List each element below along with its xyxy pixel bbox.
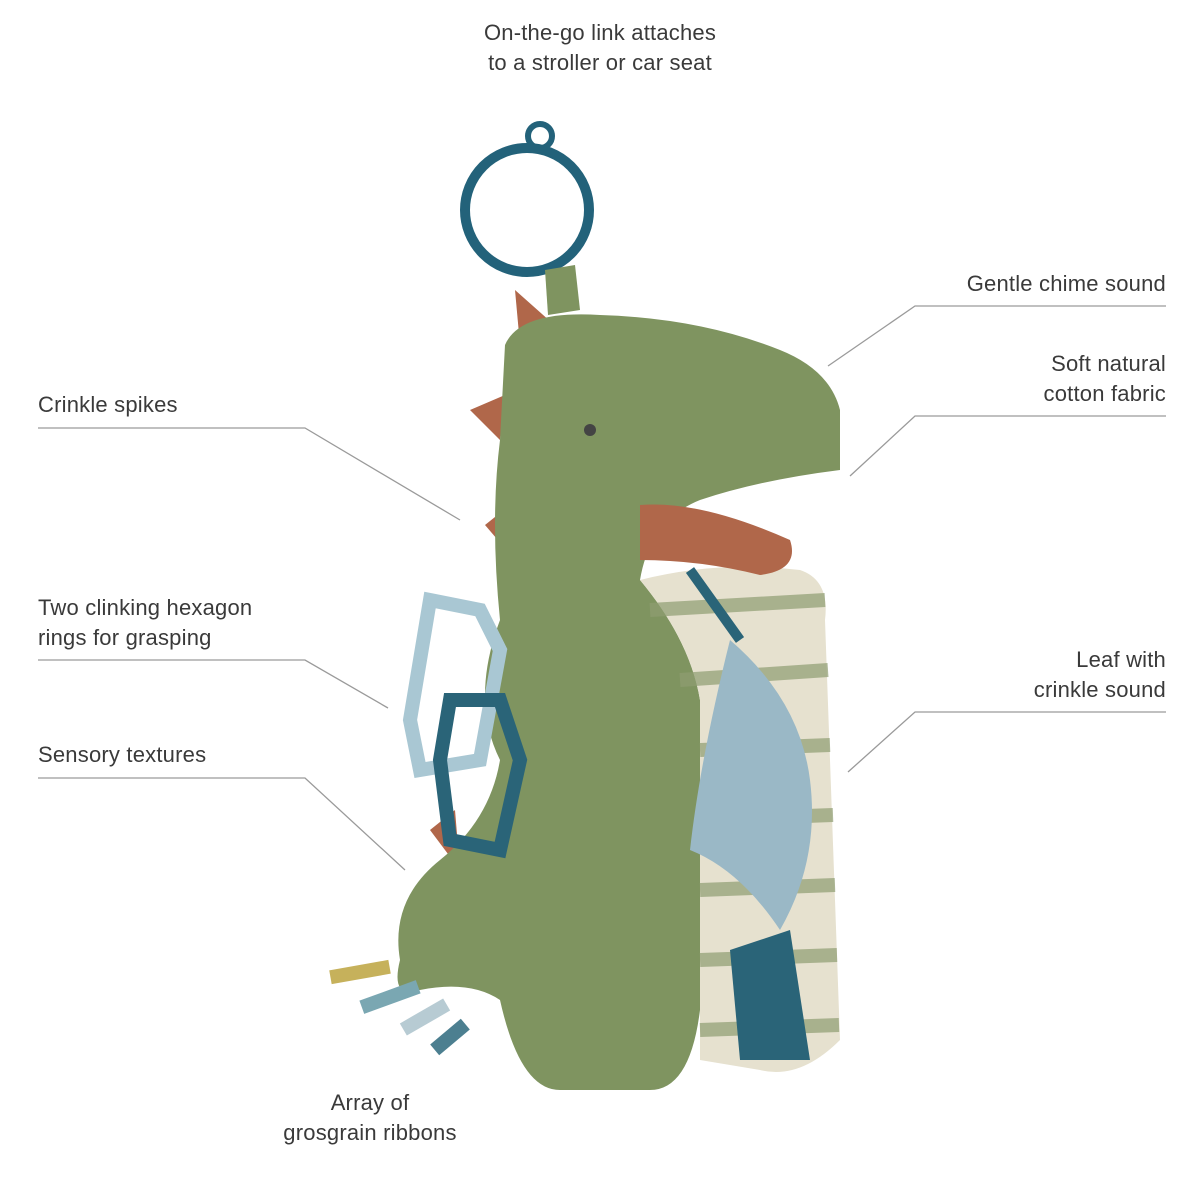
callout-textures: Sensory textures	[38, 740, 206, 770]
callout-leaf-line2: crinkle sound	[1033, 677, 1166, 702]
hexagon-rings	[402, 591, 528, 859]
callout-ribbons: Array of grosgrain ribbons	[220, 1088, 520, 1148]
dino-eye	[584, 424, 596, 436]
callout-line-spikes	[38, 427, 461, 521]
callout-line-fabric	[849, 415, 1166, 477]
callout-fabric-line2: cotton fabric	[1043, 381, 1166, 406]
callout-chime-line1: Gentle chime sound	[966, 271, 1166, 296]
callout-link: On-the-go link attaches to a stroller or…	[400, 18, 800, 78]
callout-rings: Two clinking hexagon rings for grasping	[38, 593, 252, 653]
callout-lines	[38, 305, 1166, 871]
callout-fabric: Soft natural cotton fabric	[1044, 349, 1166, 409]
callout-line-textures	[38, 777, 406, 871]
callout-textures-line1: Sensory textures	[38, 742, 207, 767]
leaf	[685, 567, 812, 930]
callout-line-chime	[827, 305, 1166, 367]
grosgrain-ribbons	[329, 959, 470, 1056]
callout-line-leaf	[847, 711, 1166, 773]
callout-link-line1: On-the-go link attaches	[483, 20, 717, 45]
callout-ribbons-line2: grosgrain ribbons	[283, 1120, 457, 1145]
callout-rings-line1: Two clinking hexagon	[38, 595, 253, 620]
callout-spikes-line1: Crinkle spikes	[38, 392, 178, 417]
callout-rings-line2: rings for grasping	[38, 625, 212, 650]
callout-leaf-line1: Leaf with	[1076, 647, 1166, 672]
stroller-link-ring	[460, 121, 594, 315]
callout-fabric-line1: Soft natural	[1051, 351, 1166, 376]
callout-line-rings	[38, 659, 389, 709]
callout-chime: Gentle chime sound	[967, 269, 1166, 299]
callout-spikes: Crinkle spikes	[38, 390, 178, 420]
callout-ribbons-line1: Array of	[330, 1090, 410, 1115]
callout-link-line2: to a stroller or car seat	[488, 50, 712, 75]
callout-leaf: Leaf with crinkle sound	[1034, 645, 1166, 705]
